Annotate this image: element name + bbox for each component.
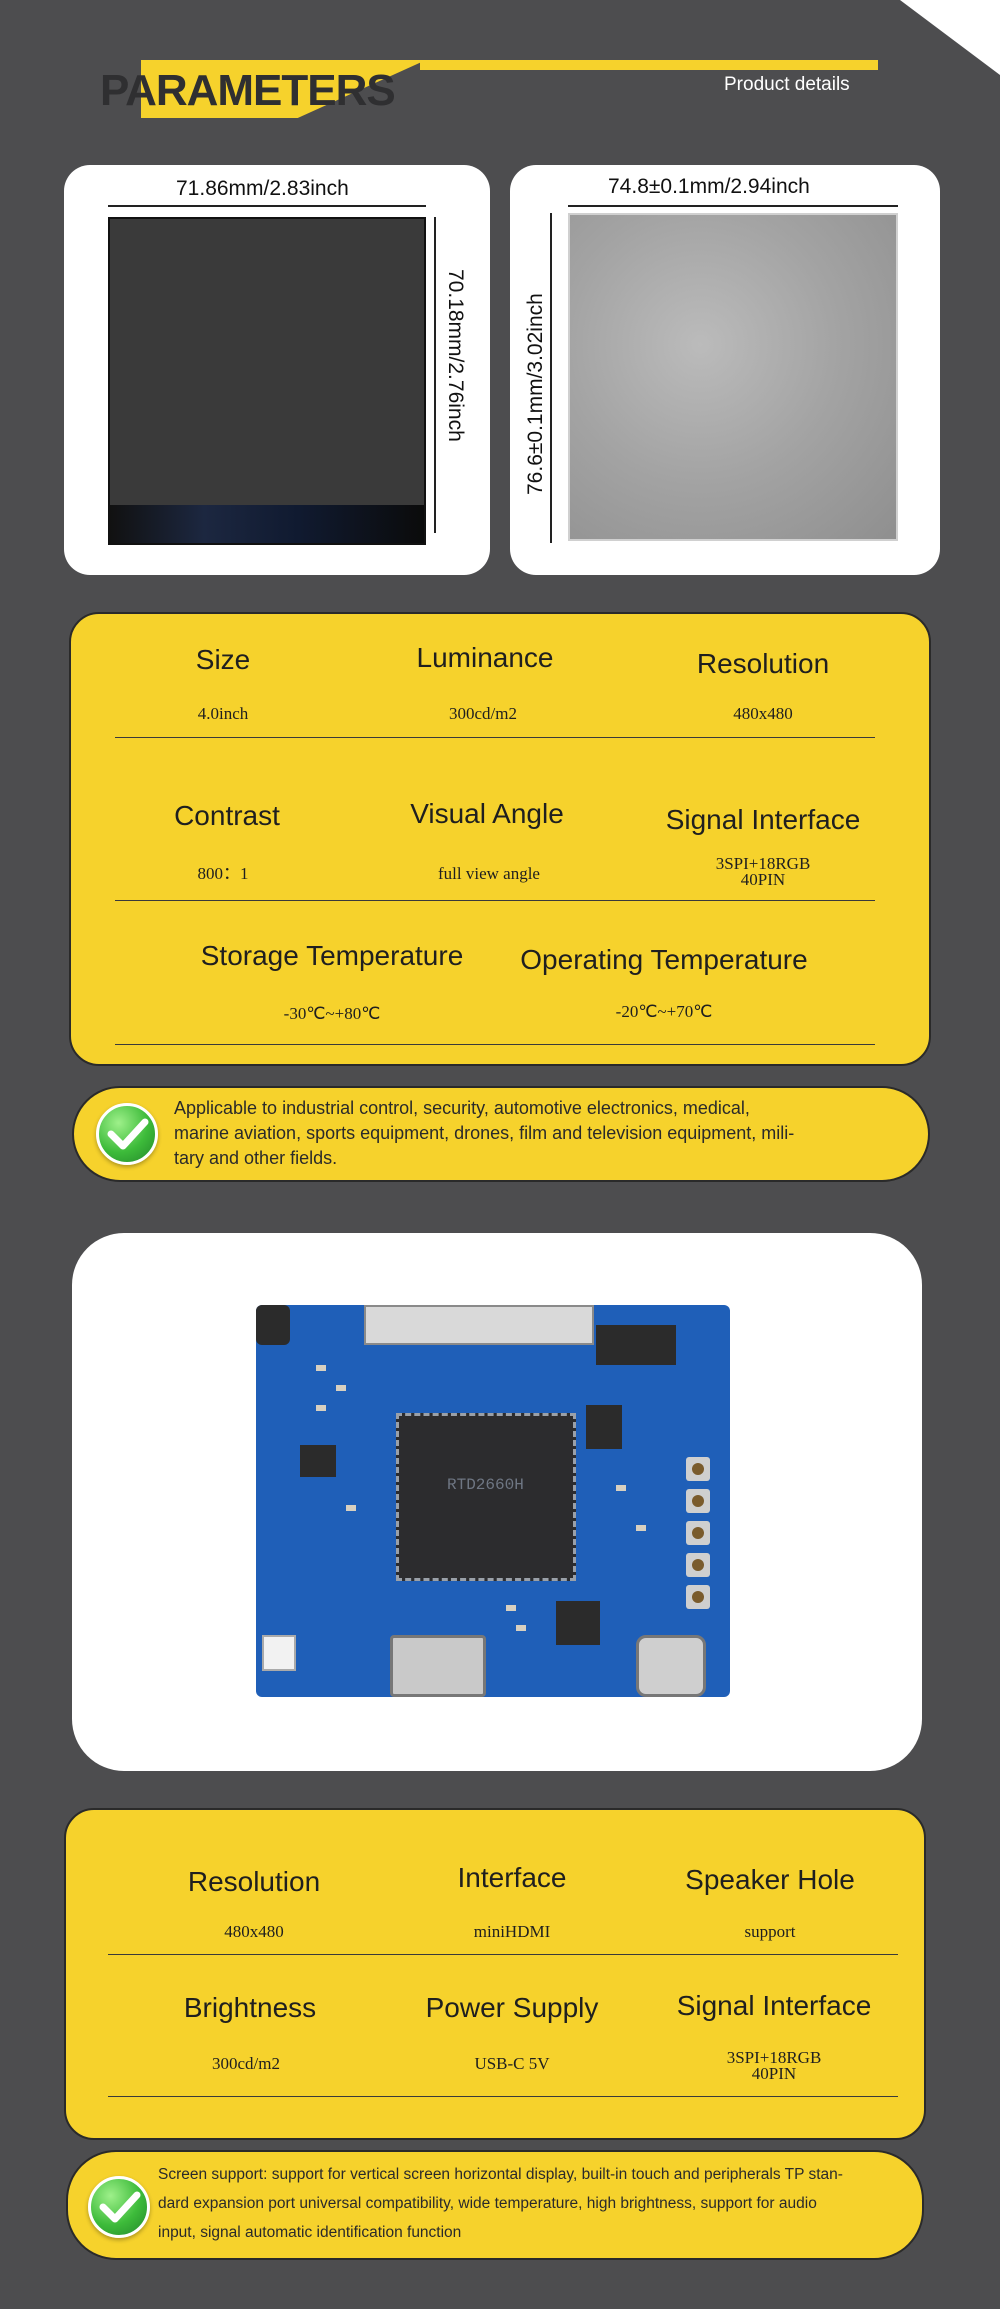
board-button — [686, 1457, 710, 1481]
front-height-line — [434, 217, 436, 533]
front-height-label: 70.18mm/2.76inch — [444, 269, 467, 442]
spec-value-operating-temp: -20℃~+70℃ — [615, 1002, 713, 1021]
spec-value-visual-angle: full view angle — [438, 864, 540, 883]
support-note: Screen support: support for vertical scr… — [66, 2150, 924, 2260]
smd-part — [336, 1385, 346, 1391]
board-divider-2 — [108, 2096, 898, 2097]
board-value-signal-interface: 3SPI+18RGB — [726, 2048, 822, 2067]
lcd-back-image — [568, 213, 898, 541]
spec-label-visual-angle: Visual Angle — [410, 798, 564, 829]
spec-value-resolution: 480x480 — [733, 704, 793, 723]
smd-part — [636, 1525, 646, 1531]
board-button — [686, 1489, 710, 1513]
board-value-interface: miniHDMI — [473, 1922, 551, 1941]
smd-part — [316, 1405, 326, 1411]
ic-chip — [556, 1601, 600, 1645]
chip-marking: RTD2660H — [447, 1476, 524, 1494]
lcd-front-image — [108, 217, 426, 545]
smd-part — [316, 1365, 326, 1371]
spec-value-storage-temp: -30℃~+80℃ — [283, 1004, 381, 1023]
board-value-brightness: 300cd/m2 — [212, 2054, 280, 2073]
page-header: PARAMETERS Product details — [0, 0, 1000, 140]
speaker-connector — [262, 1635, 296, 1671]
ic-chip — [596, 1325, 676, 1365]
mini-hdmi-port — [390, 1635, 486, 1697]
back-width-label: 74.8±0.1mm/2.94inch — [608, 175, 810, 198]
front-width-label: 71.86mm/2.83inch — [176, 177, 349, 200]
smd-part — [516, 1625, 526, 1631]
support-text-line-3: input, signal automatic identification f… — [158, 2224, 462, 2241]
board-label-brightness: Brightness — [183, 1992, 317, 2023]
board-label-resolution: Resolution — [187, 1866, 321, 1897]
board-value-signal-pin: 40PIN — [751, 2064, 797, 2083]
ic-chip — [586, 1405, 622, 1449]
corner-decoration — [900, 0, 1000, 75]
back-height-line — [550, 213, 552, 543]
board-button — [686, 1553, 710, 1577]
spec-label-resolution: Resolution — [696, 648, 830, 679]
back-width-line — [568, 205, 898, 207]
application-text-line-1: Applicable to industrial control, securi… — [174, 1098, 750, 1118]
main-chip: RTD2660H — [396, 1413, 576, 1581]
front-view-card: 71.86mm/2.83inch 70.18mm/2.76inch — [64, 165, 490, 575]
back-height-label: 76.6±0.1mm/3.02inch — [524, 293, 547, 495]
usb-c-port — [636, 1635, 706, 1697]
spec-label-contrast: Contrast — [174, 800, 280, 831]
header-accent-line — [420, 60, 878, 70]
board-value-resolution: 480x480 — [224, 1922, 284, 1941]
spec-divider-3 — [115, 1044, 875, 1045]
fpc-connector — [364, 1305, 594, 1345]
board-label-speaker-hole: Speaker Hole — [685, 1864, 855, 1895]
smd-part — [616, 1485, 626, 1491]
page-title: PARAMETERS — [100, 66, 396, 115]
smd-part — [346, 1505, 356, 1511]
check-icon — [88, 2176, 150, 2238]
front-width-line — [108, 205, 426, 207]
page-subtitle: Product details — [724, 74, 850, 95]
smd-part — [506, 1605, 516, 1611]
spec-value-luminance: 300cd/m2 — [449, 704, 517, 723]
back-view-card: 74.8±0.1mm/2.94inch 76.6±0.1mm/3.02inch — [510, 165, 940, 575]
driver-board-card: RTD2660H — [72, 1233, 922, 1771]
board-label-interface: Interface — [457, 1862, 567, 1893]
ic-chip — [300, 1445, 336, 1477]
spec-value-signal-interface: 3SPI+18RGB — [715, 854, 811, 873]
spec-label-luminance: Luminance — [416, 642, 554, 673]
inductor — [256, 1305, 290, 1345]
application-text-line-2: marine aviation, sports equipment, drone… — [174, 1123, 795, 1143]
spec-value-contrast: 800：1 — [197, 864, 249, 883]
support-text: Screen support: support for vertical scr… — [158, 2160, 843, 2247]
spec-divider-1 — [115, 737, 875, 738]
board-divider-1 — [108, 1954, 898, 1955]
board-button — [686, 1521, 710, 1545]
board-label-power-supply: Power Supply — [425, 1992, 599, 2023]
driver-board-image: RTD2660H — [256, 1305, 730, 1697]
application-text: Applicable to industrial control, securi… — [174, 1096, 794, 1171]
support-text-line-1: Screen support: support for vertical scr… — [158, 2166, 843, 2183]
spec-divider-2 — [115, 900, 875, 901]
spec-label-storage-temp: Storage Temperature — [200, 940, 464, 971]
board-value-speaker-hole: support — [744, 1922, 796, 1941]
board-label-signal-interface: Signal Interface — [676, 1990, 872, 2021]
application-note: Applicable to industrial control, securi… — [72, 1086, 930, 1182]
application-text-line-3: tary and other fields. — [174, 1148, 338, 1168]
spec-label-operating-temp: Operating Temperature — [520, 944, 808, 975]
spec-label-size: Size — [195, 644, 251, 675]
display-specs-card: Size 4.0inch Luminance 300cd/m2 Resoluti… — [69, 612, 931, 1066]
spec-label-signal-interface: Signal Interface — [665, 804, 861, 835]
board-button — [686, 1585, 710, 1609]
board-specs-card: Resolution 480x480 Interface miniHDMI Sp… — [64, 1808, 926, 2140]
support-text-line-2: dard expansion port universal compatibil… — [158, 2195, 817, 2212]
spec-value-signal-pin: 40PIN — [740, 870, 786, 889]
check-icon — [96, 1103, 158, 1165]
board-value-power-supply: USB-C 5V — [474, 2054, 550, 2073]
spec-value-size: 4.0inch — [197, 704, 249, 723]
